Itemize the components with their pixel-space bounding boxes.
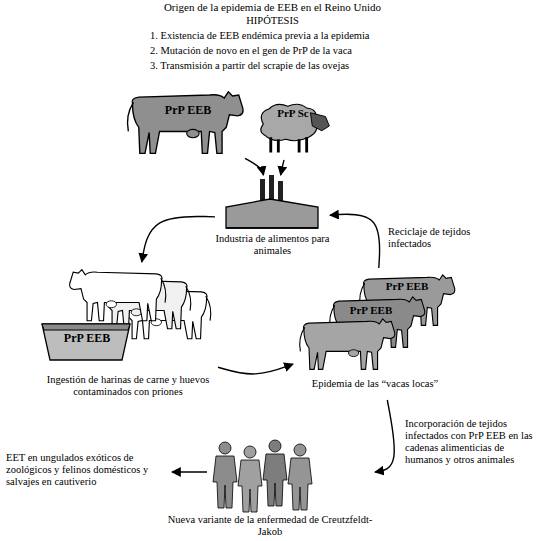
flow-arrow	[218, 364, 293, 374]
illustration-node: PrP EEB PrP EEB Epidemia de las “vacas loc…	[293, 268, 457, 400]
illustration-node: Nueva variante de la enfermedad de Creut…	[165, 438, 375, 540]
illustration-node: PrP EEB Ingestión de harinas de carne y h…	[38, 262, 218, 420]
flow-arrow	[281, 160, 284, 175]
node-caption: Industria de alimentos para animales	[215, 233, 330, 257]
drawing-part	[127, 92, 243, 153]
illustration-node: PrP EEB	[120, 80, 245, 165]
node-illustration	[250, 95, 335, 160]
node-illustration	[120, 80, 245, 165]
flow-arrow	[245, 158, 263, 175]
flow-arrow	[375, 400, 394, 472]
edge-label: Incorporación de tejidos infectados con …	[405, 418, 540, 466]
prion-label: PrP EEB	[341, 304, 401, 317]
drawing-part	[238, 446, 262, 512]
node-caption: Nueva variante de la enfermedad de Creut…	[165, 514, 375, 538]
illustration-node: Industria de alimentos para animales	[215, 175, 330, 262]
diagram-title: Origen de la epidemia de EEB en el Reino…	[0, 1, 545, 14]
side-arrow	[172, 471, 207, 472]
edge-label: Reciclaje de tejidos infectados	[388, 226, 498, 250]
hypothesis-text: 2. Mutación de novo en el gen de PrP de …	[150, 45, 352, 57]
illustration-node: PrP Sc	[250, 95, 335, 160]
prion-label: PrP EEB	[377, 280, 437, 293]
prion-label: PrP EEB	[52, 332, 122, 346]
node-caption: Epidemia de las “vacas locas”	[293, 378, 457, 390]
drawing-part	[213, 442, 237, 508]
prion-label: PrP Sc	[268, 107, 318, 120]
hypothesis-text: 3. Transmisión a partir del scrapie de l…	[150, 60, 349, 72]
hypothesis-text: 1. Existencia de EEB endémica previa a l…	[150, 30, 370, 42]
flow-arrow	[330, 214, 380, 268]
note-text: EET en ungulados exóticos de zoológicos …	[6, 452, 171, 488]
drawing-part	[263, 440, 287, 506]
drawing-part	[226, 175, 318, 228]
drawing-part	[300, 319, 395, 370]
flow-arrow	[142, 216, 215, 262]
prion-label: PrP EEB	[158, 104, 218, 118]
drawing-part	[70, 270, 166, 321]
drawing-part	[261, 104, 330, 152]
drawing-part	[42, 324, 130, 360]
node-caption: Ingestión de harinas de carne y huevos c…	[38, 374, 218, 398]
hypothesis-text: HIPÓTESIS	[0, 15, 545, 27]
drawing-part	[288, 444, 312, 510]
